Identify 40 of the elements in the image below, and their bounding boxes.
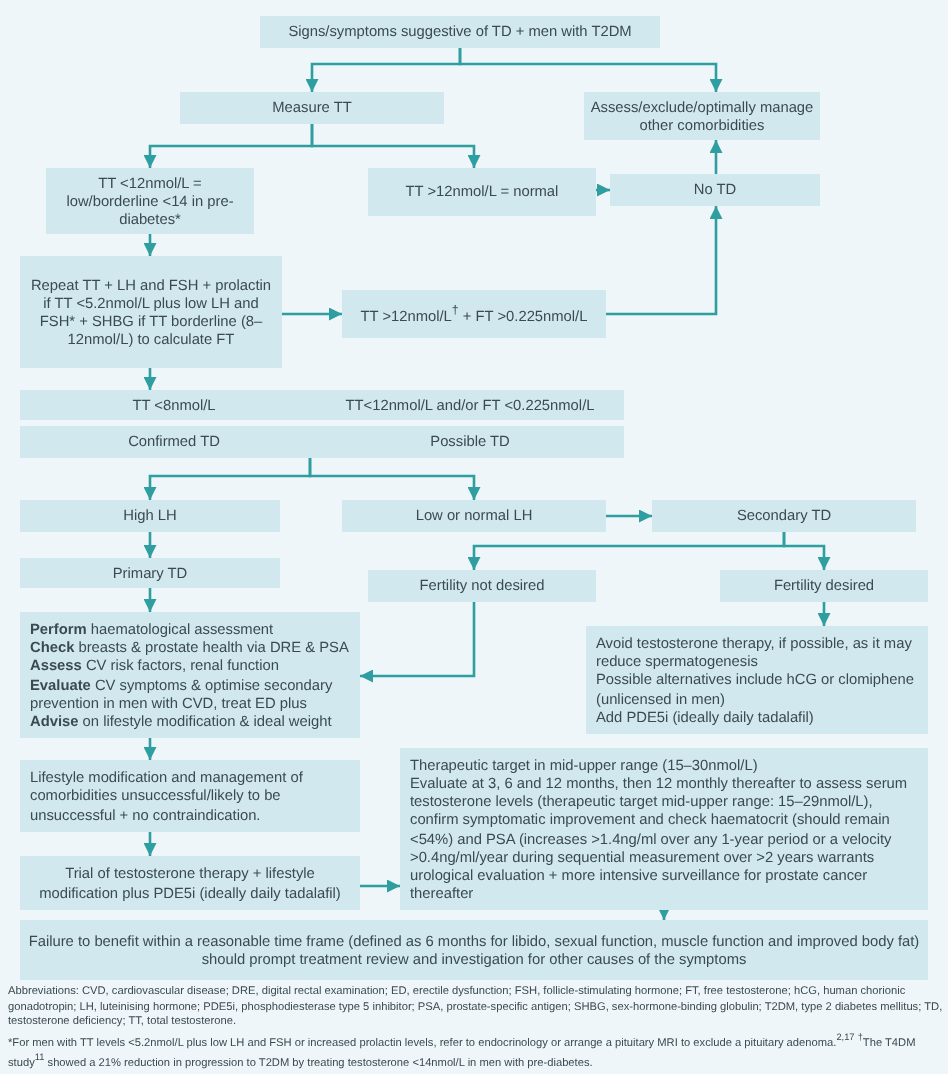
process-box <box>20 612 360 738</box>
arrow <box>143 234 157 256</box>
process-box <box>180 92 444 124</box>
arrow <box>596 183 610 197</box>
process-box <box>368 570 596 602</box>
arrow <box>143 368 157 390</box>
result-band <box>20 426 624 458</box>
process-box <box>368 168 596 216</box>
process-box <box>610 174 820 206</box>
process-box <box>20 256 282 368</box>
arrow <box>817 602 831 626</box>
process-box <box>20 856 360 910</box>
process-box <box>720 570 928 602</box>
arrow <box>606 206 723 316</box>
process-box <box>20 920 928 980</box>
arrow <box>360 879 400 893</box>
arrow <box>310 124 481 168</box>
process-box <box>20 760 360 832</box>
arrow <box>782 532 831 570</box>
arrow <box>143 832 157 856</box>
process-box <box>400 748 928 910</box>
result-band <box>20 390 624 420</box>
arrow <box>657 907 671 920</box>
process-box <box>342 500 606 532</box>
arrow <box>143 588 157 612</box>
arrow <box>458 48 723 92</box>
process-box <box>20 558 280 588</box>
arrow <box>606 509 652 523</box>
arrow <box>709 140 723 174</box>
arrow <box>282 307 342 321</box>
arrow <box>308 458 481 500</box>
process-box <box>260 16 660 48</box>
process-box <box>652 500 916 532</box>
process-box <box>342 290 606 338</box>
process-box <box>46 168 254 234</box>
process-box <box>586 626 928 734</box>
arrow <box>143 738 157 760</box>
arrow <box>360 602 476 683</box>
arrow <box>143 532 157 558</box>
process-box <box>20 500 280 532</box>
